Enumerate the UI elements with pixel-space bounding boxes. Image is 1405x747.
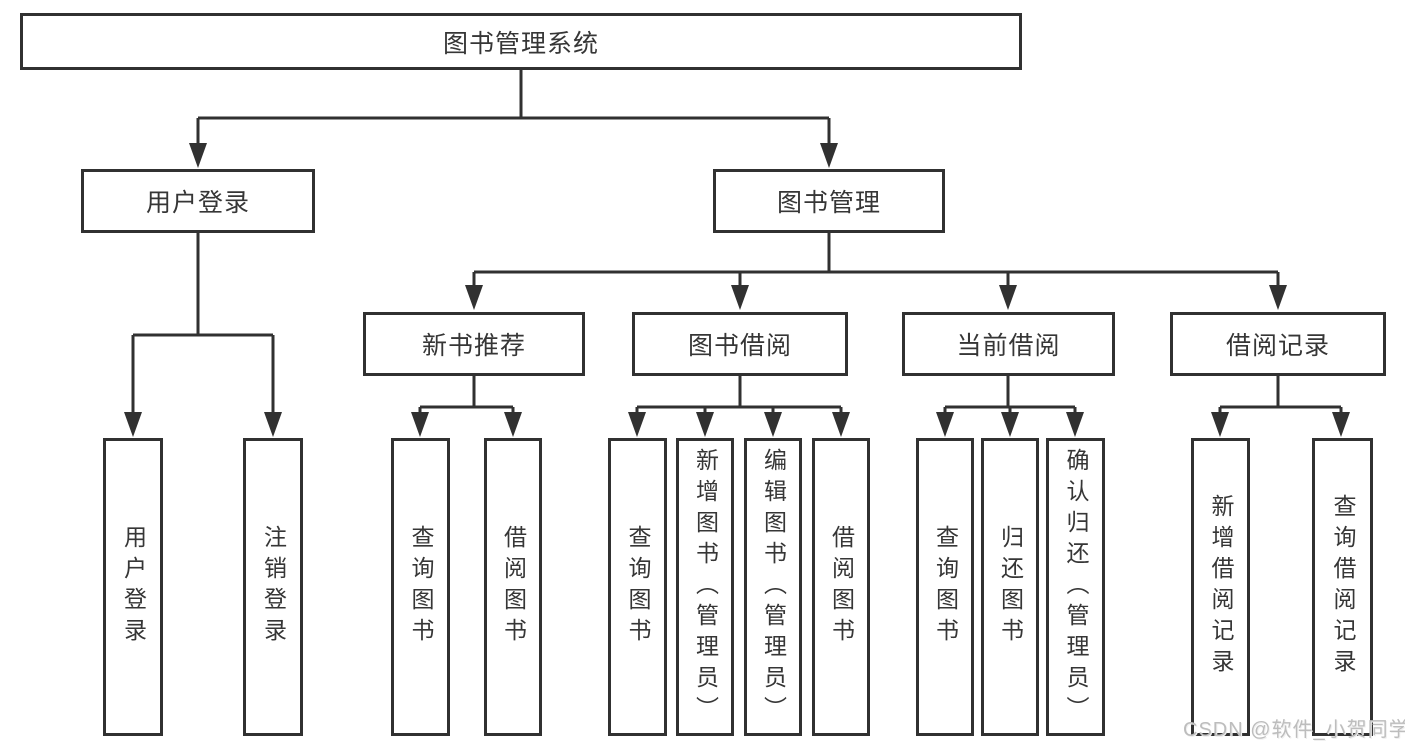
arrow-down-icon: [999, 285, 1017, 310]
node-label: 图书管理系统: [442, 29, 599, 58]
edge-userlogin-to-leaves: [131, 233, 275, 414]
arrow-down-icon: [1001, 412, 1019, 437]
leaf-return-books: 归还图书: [981, 438, 1039, 736]
arrow-down-icon: [1269, 285, 1287, 310]
leaf-edit-books-admin: 编辑图书（管理员）: [744, 438, 802, 736]
arrow-down-icon: [465, 285, 483, 310]
node-label: 查询借阅记录: [1330, 494, 1356, 680]
arrowheads: [124, 143, 1350, 437]
node-label: 查询图书: [625, 525, 651, 649]
leaf-borrow-books: 借阅图书: [812, 438, 870, 736]
leaf-query-books-current: 查询图书: [916, 438, 974, 736]
arrow-down-icon: [124, 412, 142, 437]
node-label: 图书管理: [776, 189, 881, 217]
node-current-borrowing: 当前借阅: [902, 312, 1115, 376]
leaf-add-books-admin: 新增图书（管理员）: [676, 438, 734, 736]
leaf-confirm-return-admin: 确认归还（管理员）: [1046, 438, 1105, 736]
node-label: 借阅图书: [828, 525, 855, 649]
arrow-down-icon: [1211, 412, 1229, 437]
leaf-query-books-borrowing: 查询图书: [608, 438, 667, 736]
edge-borrowing-to-leaves: [635, 376, 843, 414]
leaf-query-books-recommend: 查询图书: [391, 438, 450, 736]
edge-bookmgmt-to-level3: [472, 233, 1280, 288]
leaf-user-login: 用户登录: [103, 438, 163, 736]
leaf-borrow-books-recommend: 借阅图书: [484, 438, 542, 736]
node-label: 用户登录: [120, 525, 147, 649]
arrow-down-icon: [189, 143, 207, 168]
arrow-down-icon: [504, 412, 522, 437]
node-label: 新增借阅记录: [1208, 494, 1234, 680]
arrow-down-icon: [1066, 412, 1084, 437]
node-label: 当前借阅: [956, 332, 1061, 360]
node-user-login: 用户登录: [81, 169, 315, 233]
arrow-down-icon: [936, 412, 954, 437]
node-new-book-recommendation: 新书推荐: [363, 312, 585, 376]
leaf-add-borrow-record: 新增借阅记录: [1191, 438, 1250, 736]
node-borrowing-records: 借阅记录: [1170, 312, 1386, 376]
node-label: 新增图书（管理员）: [692, 447, 719, 727]
leaf-query-borrow-record: 查询借阅记录: [1312, 438, 1373, 736]
arrow-down-icon: [832, 412, 850, 437]
node-label: 查询图书: [408, 525, 434, 649]
edge-current-to-leaves: [943, 376, 1077, 414]
node-label: 归还图书: [997, 525, 1024, 649]
node-label: 注销登录: [260, 525, 287, 649]
node-label: 借阅图书: [500, 525, 527, 649]
node-label: 用户登录: [145, 189, 250, 217]
csdn-watermark: CSDN @软件_小贺同学: [1183, 719, 1405, 741]
node-label: 新书推荐: [421, 332, 526, 360]
node-label: 查询图书: [932, 525, 959, 649]
node-label: 编辑图书（管理员）: [760, 447, 787, 727]
node-book-borrowing: 图书借阅: [632, 312, 848, 376]
node-book-management: 图书管理: [713, 169, 945, 233]
node-label: 借阅记录: [1225, 332, 1330, 360]
leaf-logout: 注销登录: [243, 438, 303, 736]
arrow-down-icon: [764, 412, 782, 437]
arrow-down-icon: [696, 412, 714, 437]
arrow-down-icon: [628, 412, 646, 437]
arrow-down-icon: [820, 143, 838, 168]
edge-root-to-level2: [196, 70, 831, 146]
arrow-down-icon: [731, 285, 749, 310]
edge-records-to-leaves: [1218, 376, 1343, 414]
edge-newbook-to-leaves: [418, 376, 515, 414]
node-label: 确认归还（管理员）: [1063, 447, 1089, 727]
node-library-management-system: 图书管理系统: [20, 13, 1022, 70]
arrow-down-icon: [1332, 412, 1350, 437]
node-label: 图书借阅: [687, 332, 792, 360]
arrow-down-icon: [411, 412, 429, 437]
arrow-down-icon: [264, 412, 282, 437]
